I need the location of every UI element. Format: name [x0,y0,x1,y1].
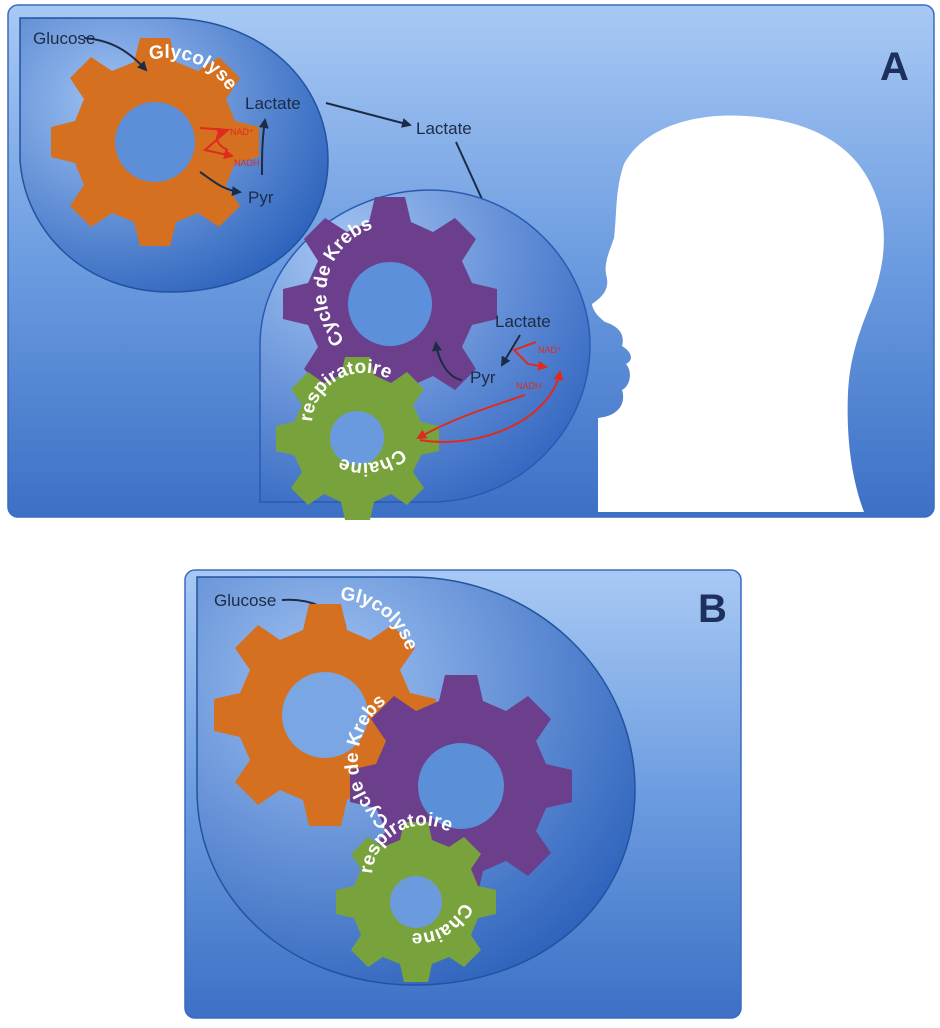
nad-plus-label-cell-2: NAD⁺ [538,345,562,355]
lactate-label-cell-2: Lactate [495,312,551,331]
chain-gear-a: respiratoire Chaine [276,357,439,520]
chain-gear-b-hole [390,876,442,928]
glycolysis-gear: Glycolyse [51,38,259,246]
panel-a: Glycolyse Glucose Lactate Pyr NAD⁺ NADH … [8,5,934,520]
glucose-label-b: Glucose [214,591,276,610]
lactate-label-transport: Lactate [416,119,472,138]
head-silhouette [592,115,884,512]
panel-a-letter: A [880,45,909,89]
nadh-label-cell-2: NADH [516,381,542,391]
panel-b: Glucose Glycolyse Cycle de Krebs respira… [185,570,741,1018]
glycolysis-gear-hole [115,102,195,182]
nad-plus-label-cell-1: NAD⁺ [230,127,254,137]
pyr-label-cell-1: Pyr [248,188,274,207]
krebs-gear-a-hole [348,262,432,346]
nadh-label-cell-1: NADH [234,158,260,168]
pyr-label-cell-2: Pyr [470,368,496,387]
panel-b-letter: B [698,587,727,631]
lactate-label-cell-1: Lactate [245,94,301,113]
